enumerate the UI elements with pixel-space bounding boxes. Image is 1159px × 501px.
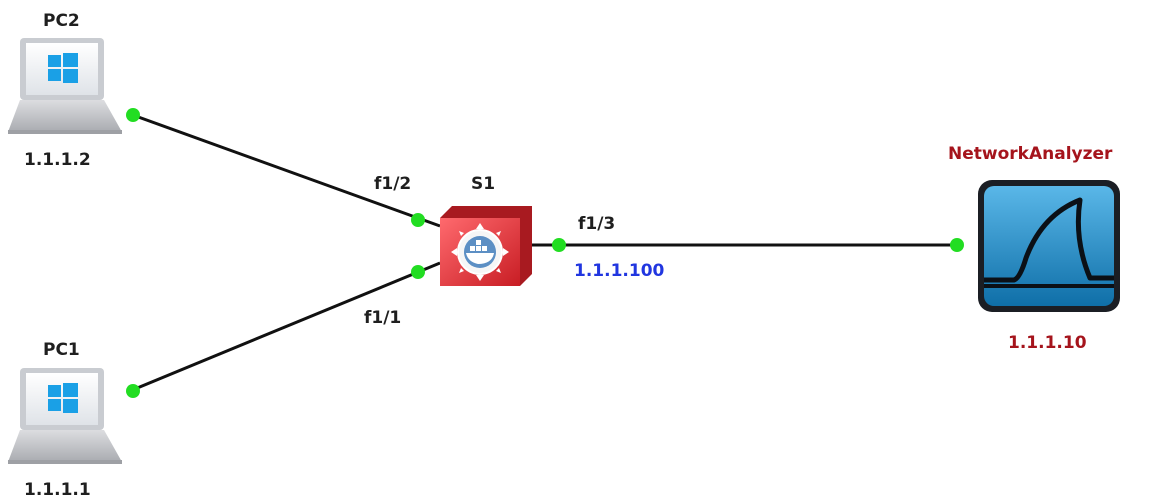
windows-logo-icon — [48, 53, 78, 83]
interface-label-f1-2: f1/2 — [374, 174, 412, 194]
pc1-name-label: PC1 — [43, 340, 80, 360]
pc2-icon[interactable] — [8, 38, 122, 134]
link-pc1-s1[interactable] — [129, 261, 441, 393]
port-dot-analyzer — [950, 238, 964, 252]
port-dot-f1-2 — [411, 213, 425, 227]
switch-s1-icon[interactable] — [440, 206, 532, 286]
pc1-ip-label: 1.1.1.1 — [24, 480, 91, 500]
link-pc2-s1[interactable] — [129, 112, 441, 228]
analyzer-name-label: NetworkAnalyzer — [948, 144, 1113, 164]
windows-logo-icon — [48, 383, 78, 413]
port-dot-f1-1 — [411, 265, 425, 279]
switch-arrows-icon — [451, 223, 509, 281]
wireshark-fin-icon — [984, 197, 1114, 288]
pc1-icon[interactable] — [8, 368, 122, 464]
pc2-ip-label: 1.1.1.2 — [24, 150, 91, 170]
switch-ip-label: 1.1.1.100 — [574, 261, 665, 281]
docker-whale-icon — [466, 240, 494, 264]
port-dot-pc1 — [126, 384, 140, 398]
interface-label-f1-3: f1/3 — [578, 214, 616, 234]
interface-label-f1-1: f1/1 — [364, 308, 402, 328]
network-analyzer-icon[interactable] — [978, 180, 1120, 312]
port-dot-f1-3 — [552, 238, 566, 252]
analyzer-ip-label: 1.1.1.10 — [1008, 333, 1087, 353]
port-dot-pc2 — [126, 108, 140, 122]
pc2-name-label: PC2 — [43, 11, 80, 31]
switch-name-label: S1 — [471, 174, 496, 194]
